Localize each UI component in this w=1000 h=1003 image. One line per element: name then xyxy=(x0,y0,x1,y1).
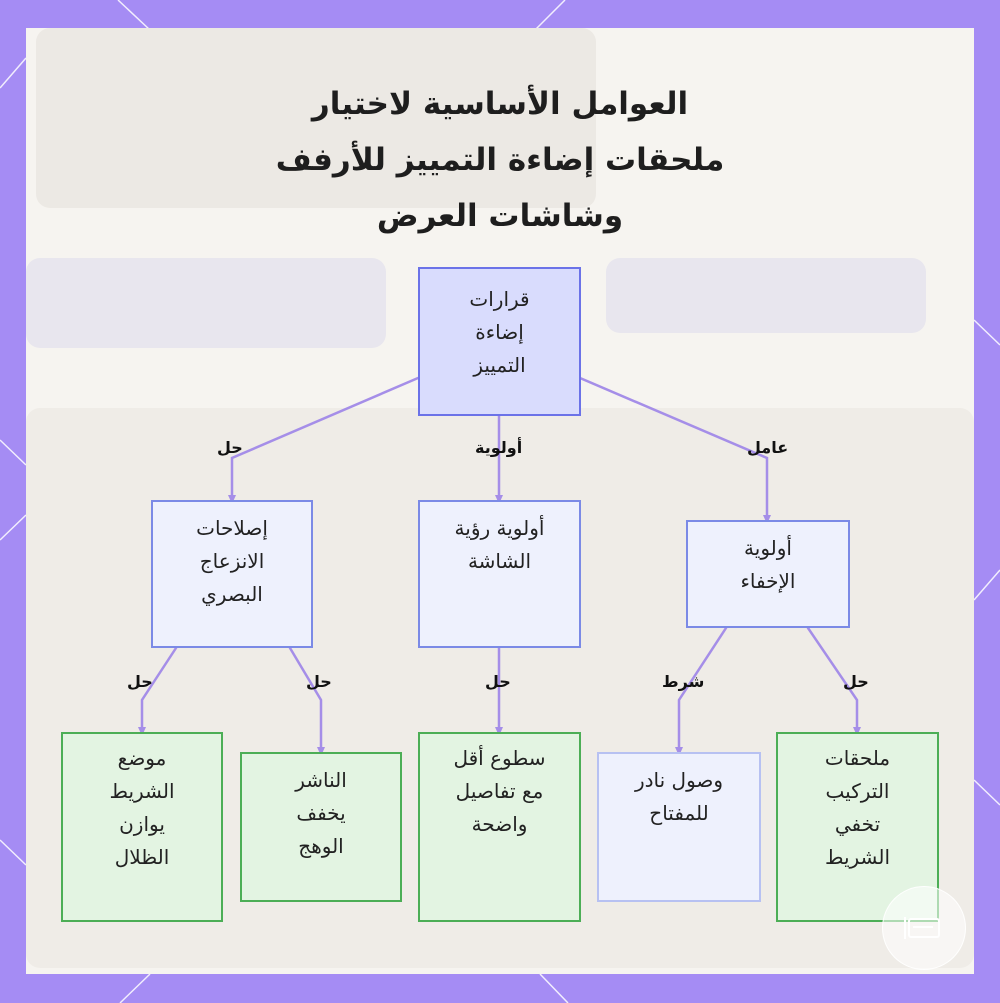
edge-label-root-conceal: عامل xyxy=(747,438,789,457)
edge-glare-diffuser xyxy=(288,646,325,756)
edge-root-glare xyxy=(228,376,420,504)
edge-label-root-screen: أولوية xyxy=(475,438,523,457)
edge-label-glare-position: حل xyxy=(127,672,153,691)
edge-glare-position xyxy=(138,646,178,736)
watermark-badge xyxy=(882,886,966,970)
edge-label-conceal-access: شرط xyxy=(662,672,705,691)
title-line-1: العوامل الأساسية لاختيار xyxy=(311,86,689,122)
watermark-icon xyxy=(904,917,940,939)
edge-label-conceal-mount: حل xyxy=(843,672,869,691)
edge-label-root-glare: حل xyxy=(217,438,243,457)
background-blur-panel xyxy=(26,258,386,348)
background-blur-panel xyxy=(36,28,596,208)
edge-label-glare-diffuser: حل xyxy=(306,672,332,691)
diagram-title: العوامل الأساسية لاختيار ملحقات إضاءة ال… xyxy=(200,76,800,244)
title-line-2: ملحقات إضاءة التمييز للأرفف xyxy=(275,142,725,178)
background-blur-panel xyxy=(606,258,926,333)
edge-label-screen-fewer: حل xyxy=(485,672,511,691)
edge-root-conceal xyxy=(578,376,771,524)
edge-conceal-mount xyxy=(806,626,861,736)
title-line-3: وشاشات العرض xyxy=(376,198,624,234)
edge-conceal-access xyxy=(675,626,728,756)
